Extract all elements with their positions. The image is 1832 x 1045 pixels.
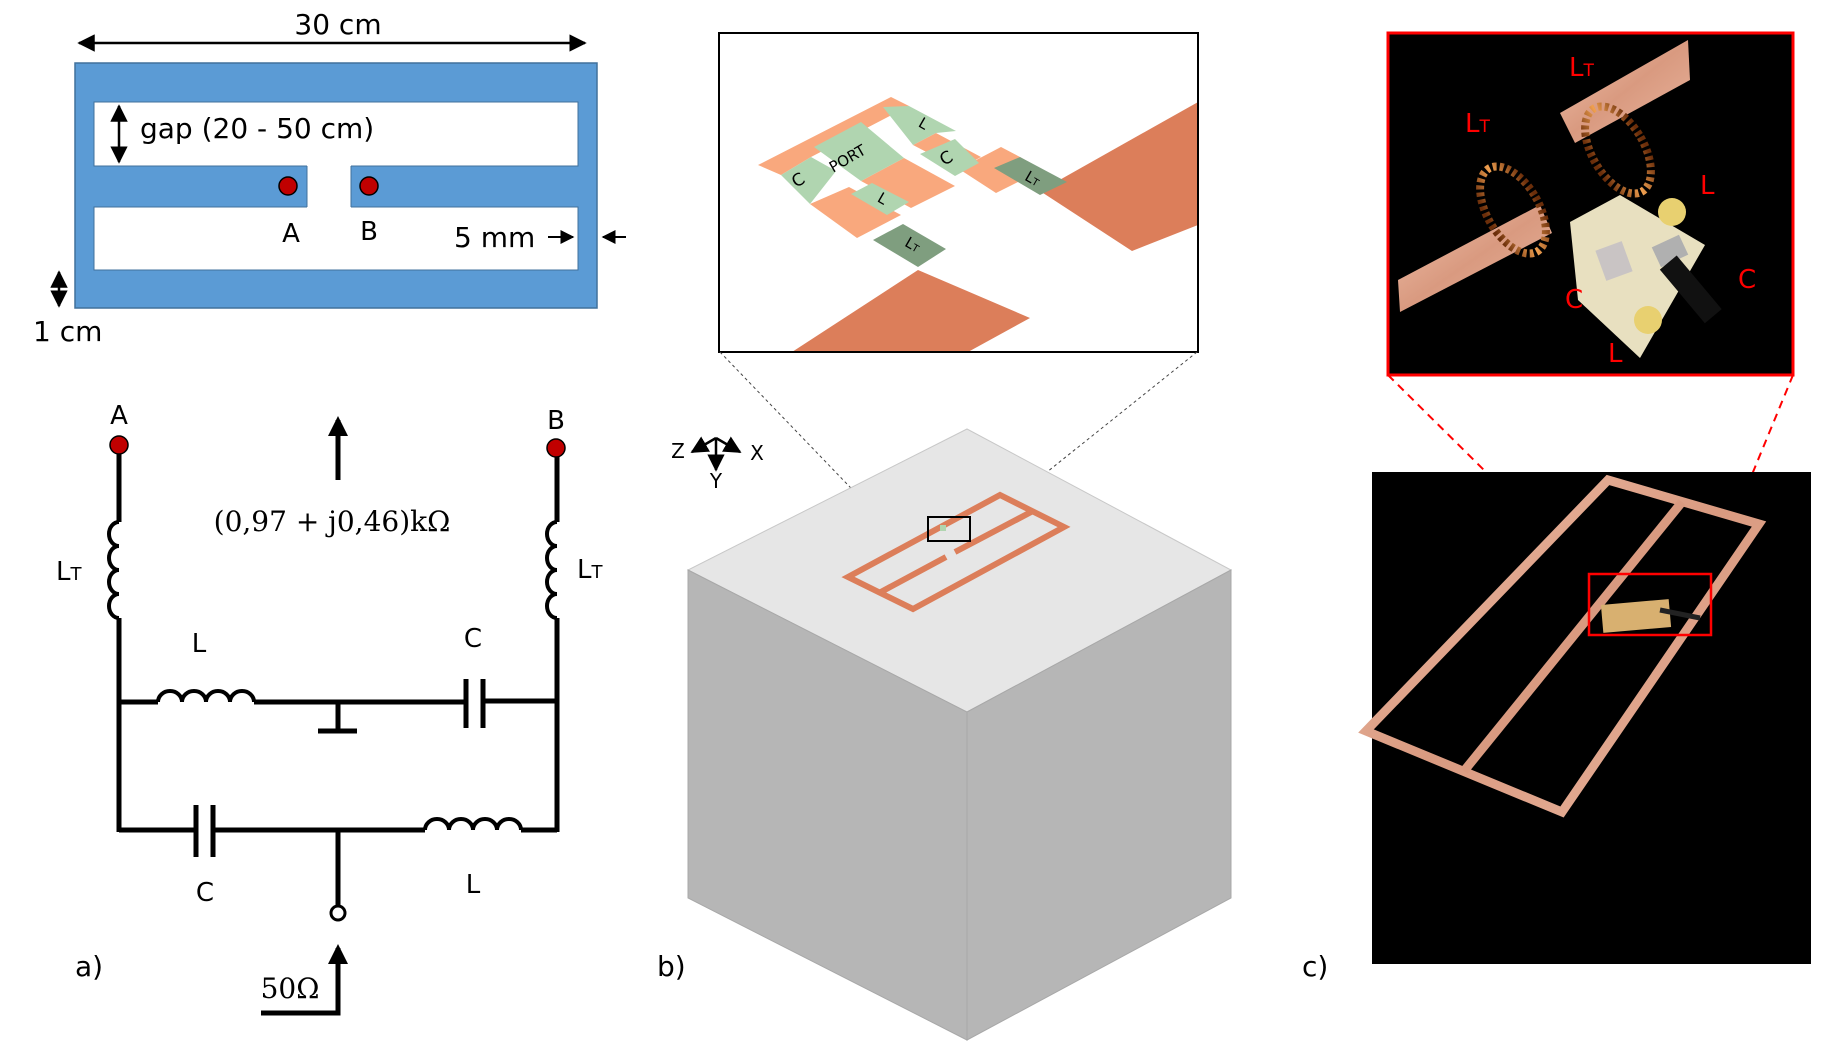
closeup-strip-left (1398, 205, 1552, 312)
photo-lt1-label: LT (1465, 109, 1491, 139)
node-a-dot (109, 435, 129, 455)
photo-c-left-label: C (1565, 285, 1583, 315)
antenna-photo-zoom-marker (1587, 572, 1713, 637)
cube-zoom-marker (927, 516, 971, 542)
antenna-photo-frame (1358, 474, 1767, 818)
inset-c-left (781, 157, 836, 204)
port-a-dot (278, 176, 298, 196)
circuit-labels: A B (0,97 + j0,46)kΩ 50Ω LT LT L C C L a… (56, 401, 604, 1005)
node-b-label: B (547, 406, 565, 436)
inset-l-bottom (851, 183, 909, 215)
pad-center (861, 158, 955, 208)
panel-b-simulation: PORT L C C L LT LT Z X Y (657, 32, 1233, 1041)
impedance-top-label: (0,97 + j0,46)kΩ (214, 505, 451, 538)
node-a-label: A (110, 401, 128, 431)
panel-b-label: b) (657, 950, 686, 983)
port-b-dot (359, 176, 379, 196)
strip-bottom (793, 270, 1030, 351)
lt-left-inductor (107, 520, 120, 620)
upper-inductor (156, 689, 256, 703)
inset-c-right (920, 139, 979, 176)
port-a-label: A (282, 219, 300, 249)
feed-terminal (329, 904, 347, 922)
inset-l-top (883, 106, 956, 145)
port-b-label: B (360, 217, 378, 247)
cube-right-face (966, 569, 1232, 1041)
upper-capacitor-label: C (464, 624, 482, 654)
inset-lt-bottom (873, 224, 946, 267)
closeup-photo (1386, 31, 1795, 377)
lt-left-label: LT (56, 557, 83, 587)
axis-z-label: Z (671, 439, 685, 463)
gap-label: gap (20 - 50 cm) (140, 112, 374, 145)
panel-c-photo: LT LT L C C L c) (1302, 31, 1811, 983)
feed-impedance-arrow (261, 944, 348, 1016)
upper-inductor-label: L (192, 629, 207, 659)
photo-guide-right (1710, 374, 1794, 575)
axis-y-label: Y (709, 469, 723, 493)
node-b-dot (546, 438, 566, 458)
pad-bottom-left (810, 187, 901, 238)
inset-layout: PORT L C C L LT LT (758, 97, 1197, 351)
lower-capacitor-label: C (196, 878, 214, 908)
pad-top-left (758, 97, 909, 175)
upper-slot (93, 101, 579, 167)
inset-port (814, 122, 904, 181)
zoom-guide-left (719, 351, 925, 565)
lt-right-inductor (545, 520, 558, 620)
border-label: 1 cm (33, 315, 102, 348)
panel-a-geometry: 30 cm A B gap (20 - 50 cm) 5 mm 1 cm (33, 8, 626, 348)
feed-gap (307, 165, 351, 208)
strip-width-label: 5 mm (454, 221, 535, 254)
lt-right-label: LT (577, 555, 604, 585)
width-label: 30 cm (294, 8, 381, 41)
lower-inductor (423, 817, 523, 831)
axis-x-label: X (750, 441, 764, 465)
axis-triad (690, 436, 742, 472)
inset-lt-right (994, 157, 1067, 195)
photo-c-right-label: C (1738, 265, 1756, 295)
photo-l-top-label: L (1700, 171, 1715, 201)
photo-lt2-label: LT (1569, 53, 1595, 83)
closeup-strip-right (1560, 40, 1690, 143)
panel-a-circuit (107, 416, 560, 1016)
strip-right (1040, 102, 1197, 251)
panel-a-label: a) (75, 950, 103, 983)
impedance-feed-label: 50Ω (261, 972, 320, 1005)
panel-c-label: c) (1302, 950, 1328, 983)
antenna-photo-feed (1600, 599, 1672, 633)
closeup-pcb (1570, 195, 1705, 358)
photo-l-bottom-label: L (1608, 339, 1623, 369)
lower-inductor-label: L (466, 870, 481, 900)
cube-antenna (841, 491, 1071, 613)
